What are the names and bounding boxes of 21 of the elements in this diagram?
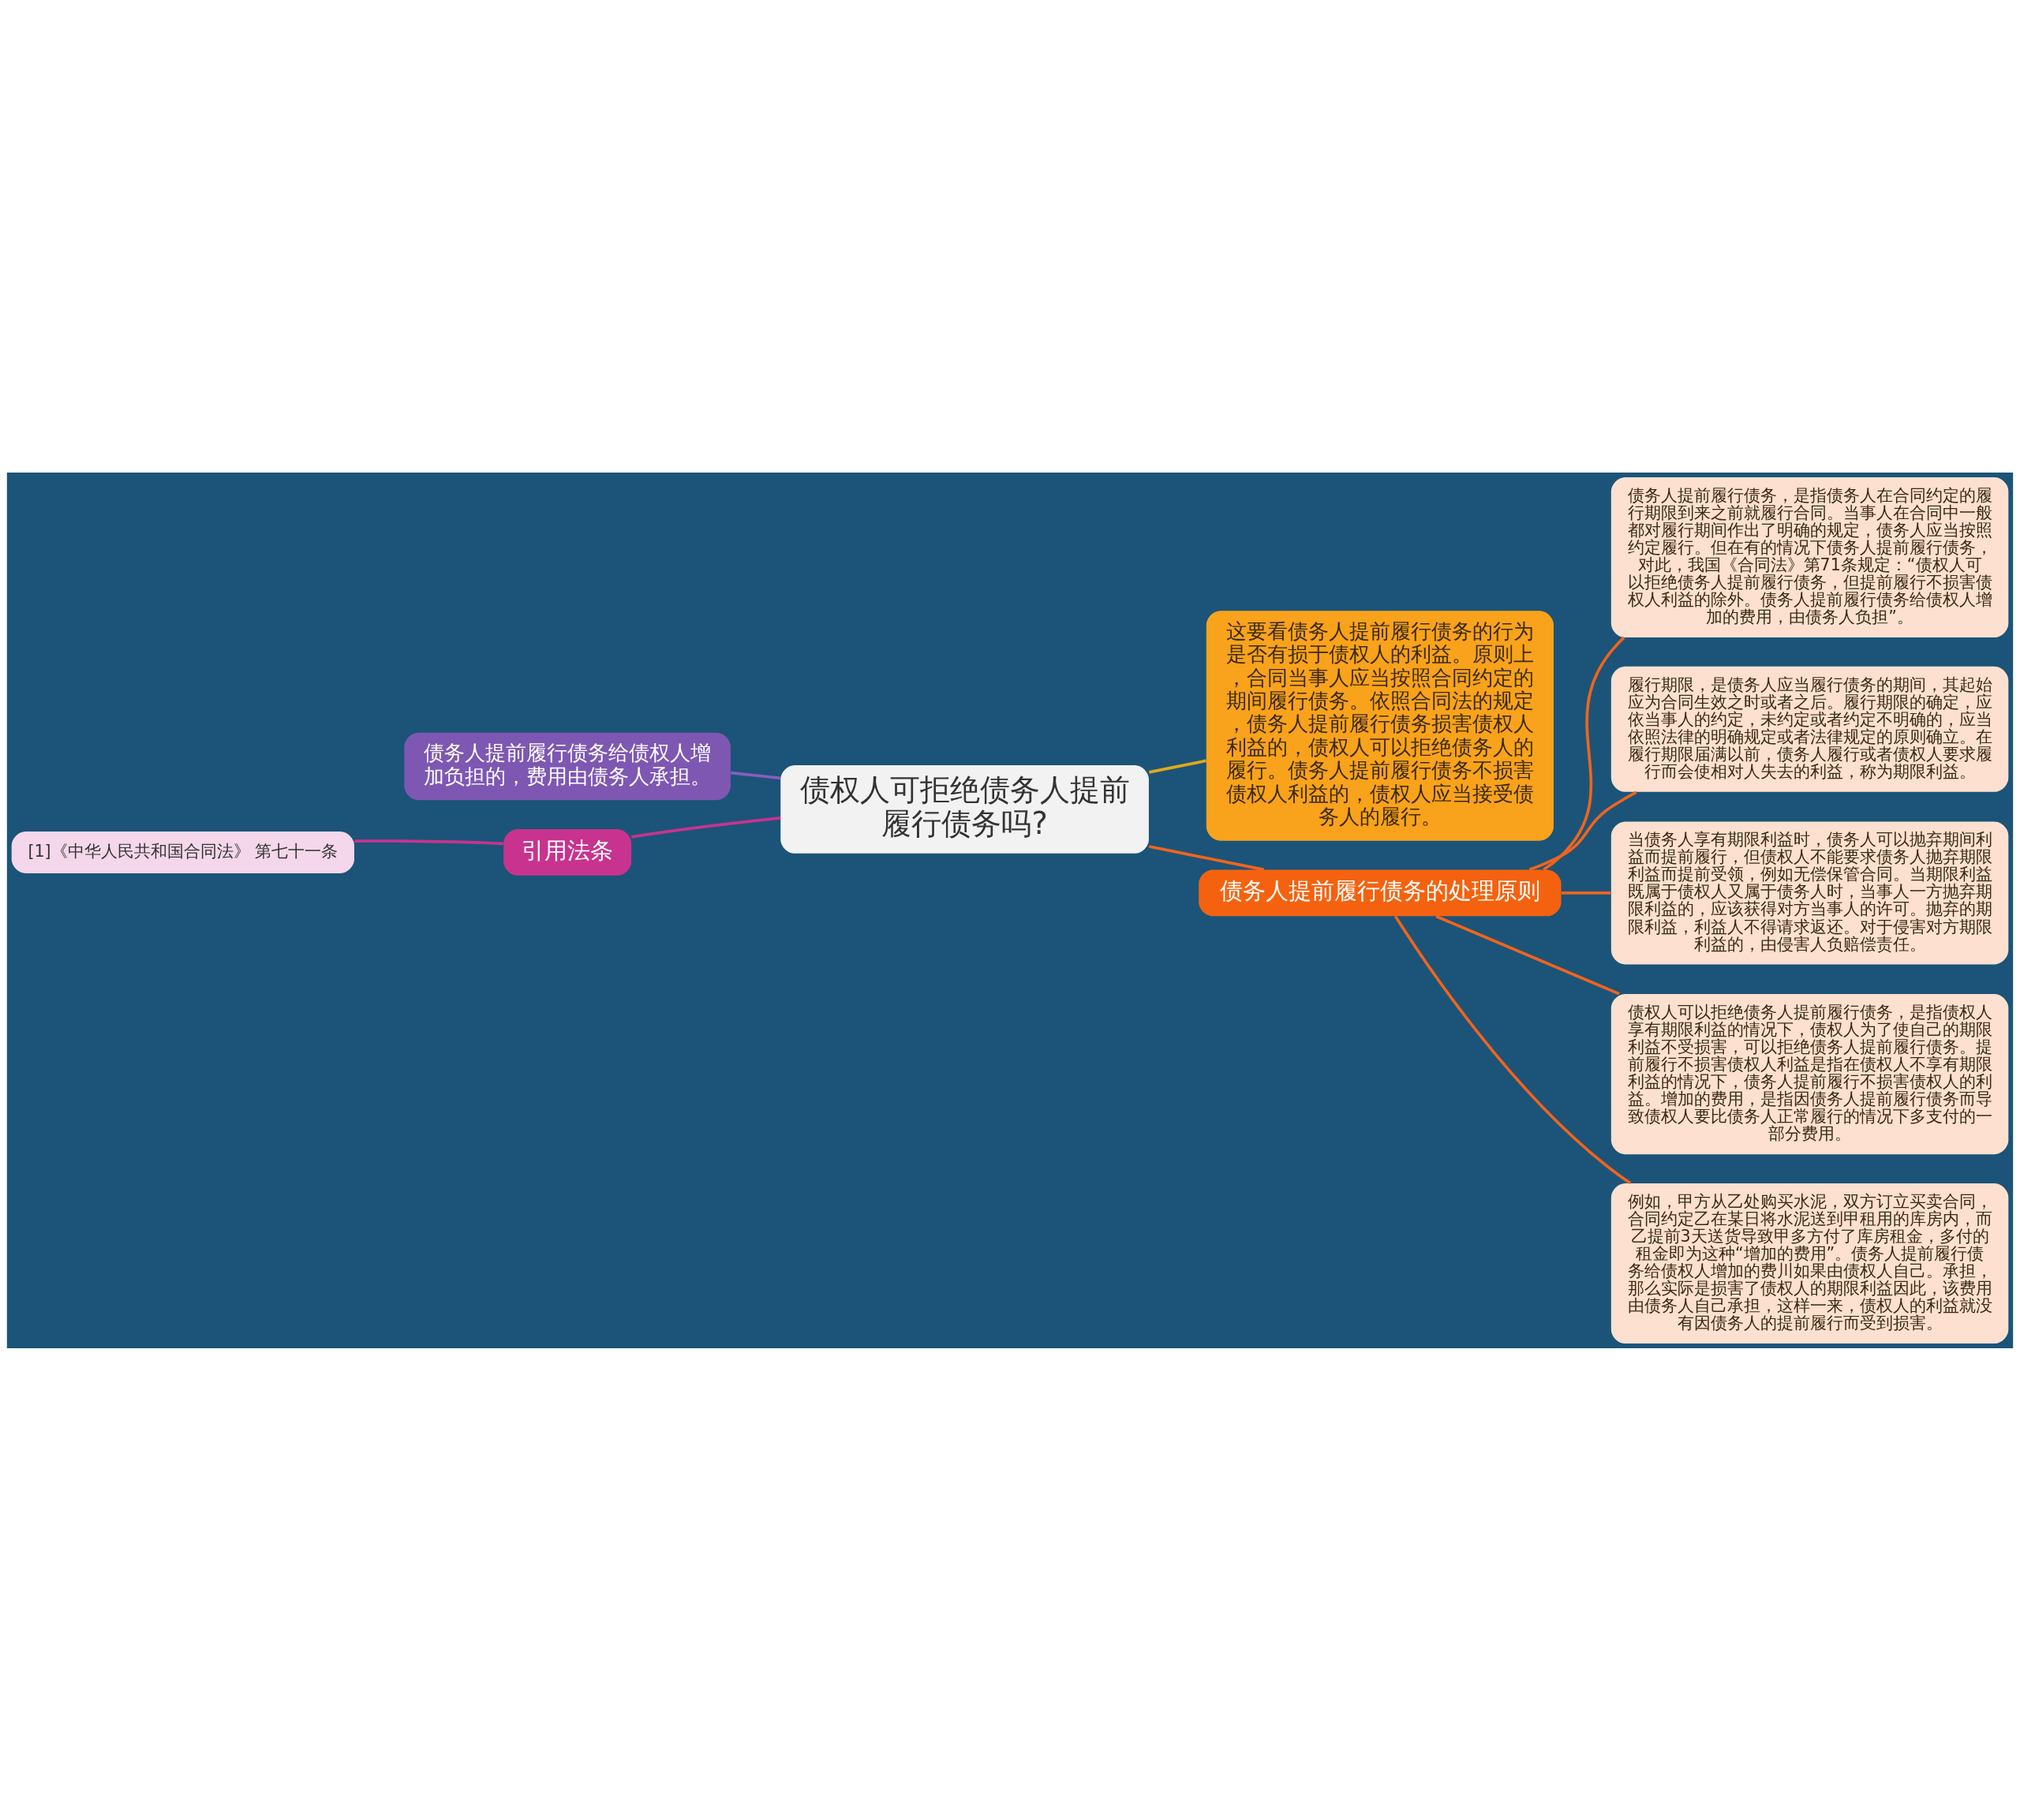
- node-box: 履行期限，是债务人应当履行债务的期间，其起始应为合同生效之时或者之后。履行期限的确定，应依当事人的约定，未约定或者约定不明确的，应当依照法律的明确规定或者法律规定的原则确立。在履行期限届满以前，债务人履行或者债权人要求履行而会使相对人失去的利益，称为期限利益。: [1610, 666, 2009, 792]
- node-box: 债权人可拒绝债务人提前履行债务吗?: [780, 764, 1149, 854]
- connector: [1148, 758, 1206, 774]
- connector: [631, 816, 781, 839]
- node-box: [1]《中华人民共和国合同法》 第七十一条: [11, 831, 354, 873]
- connector: [1561, 891, 1611, 895]
- node-box: 债务人提前履行债务的处理原则: [1199, 869, 1562, 916]
- node-box: 债权人可以拒绝债务人提前履行债务，是指债权人享有期限利益的情况下，债权人为了使自己的期限利益不受损害，可以拒绝债务人提前履行债务。提前履行不损害债权人利益是指在债权人不享有期限利益的情况下，债务人提前履行不损害债权人的利益。增加的费用，是指因债务人提前履行债务而导致债权人要比债务人正常履行的情况下多支付的一部分费用。: [1610, 993, 2009, 1154]
- node-box: 债务人提前履行债务，是指债务人在合同约定的履行期限到来之前就履行合同。当事人在合同中一般都对履行期间作出了明确的规定，债务人应当按照约定履行。但在有的情况下债务人提前履行债务，对此，我国《合同法》第71条规定：“债权人可以拒绝债务人提前履行债务，但提前履行不损害债权人利益的除外。债务人提前履行债务给债权人增加的费用，由债务人负担”。: [1610, 476, 2009, 637]
- node-box: 例如，甲方从乙处购买水泥，双方订立买卖合同，合同约定乙在某日将水泥送到甲租用的库房内，而乙提前3天送货导致甲多方付了库房租金，多付的租金即为这种“增加的费用”。债务人提前履行债务给债权人增加的费川如果由债权人自己。承担，那么实际是损害了债权人的期限利益因此，该费用由债务人自己承担，这样一来，债权人的利益就没有因债务人的提前履行而受到损害。: [1610, 1183, 2009, 1344]
- node-box: 引用法条: [503, 828, 632, 876]
- connector: [1148, 844, 1265, 871]
- node-box: 当债务人享有期限利益时，债务人可以抛弃期间利益而提前履行，但债权人不能要求债务人抛弃期限利益而提前受领，例如无偿保管合同。当期限利益既属于债权人又属于债务人时，当事人一方抛弃期限利益的，应该获得对方当事人的许可。抛弃的期限利益，利益人不得请求返还。对于侵害对方期限利益的，由侵害人负赔偿责任。: [1610, 820, 2009, 964]
- connector: [1543, 636, 1625, 871]
- connector: [1435, 914, 1620, 996]
- connector: [1528, 790, 1637, 871]
- node-box: 这要看债务人提前履行债务的行为是否有损于债权人的利益。原则上，合同当事人应当按照合同约定的期间履行债务。依照合同法的规定，债务人提前履行债务损害债权人利益的，债权人可以拒绝债务人的履行。债务人提前履行债务不损害债权人利益的，债权人应当接受债务人的履行。: [1206, 610, 1554, 841]
- connector: [354, 839, 503, 845]
- connector: [731, 771, 781, 779]
- connector: [1393, 914, 1632, 1184]
- node-box: 债务人提前履行债务给债权人增加负担的，费用由债务人承担。: [404, 732, 731, 800]
